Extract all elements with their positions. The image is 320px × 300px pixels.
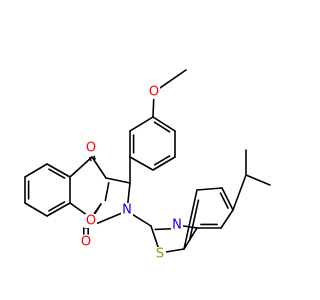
bond-OMe-Cp4 bbox=[152, 98, 155, 118]
bond-St-C7a bbox=[165, 248, 185, 253]
atom-label-O_lactam: O bbox=[81, 235, 91, 250]
bond-Cp1-Cp6 bbox=[129, 156, 154, 171]
atom-label-bg-S_thiazole bbox=[154, 247, 166, 261]
bond-C4a-C5 bbox=[46, 163, 71, 178]
bond-CH3-OMe bbox=[158, 69, 187, 89]
bond-double-C8-C8a bbox=[48, 201, 66, 212]
bond-C2t-St bbox=[150, 225, 159, 249]
bond-C5t-C6t bbox=[221, 187, 234, 211]
atom-label-bg-O_methoxy bbox=[148, 85, 160, 99]
bond-double-Cp2-Cp1 bbox=[153, 155, 171, 166]
bond-Or-C8a bbox=[69, 202, 87, 216]
bond-lines bbox=[24, 69, 271, 253]
bond-CHi-Me1 bbox=[245, 174, 271, 186]
bond-Cp5-Cp4 bbox=[129, 116, 154, 132]
bond-C7-C8 bbox=[24, 202, 48, 217]
atom-label-bg-N_thiazole bbox=[171, 218, 183, 232]
atom-label-bg-O_ring bbox=[85, 214, 97, 228]
bond-C8-C8a bbox=[46, 202, 71, 217]
bond-C1-C9a bbox=[105, 177, 131, 184]
bond-C5-C6 bbox=[24, 163, 48, 178]
bond-double-C9a-C3a bbox=[104, 182, 110, 202]
bond-C3a-Or bbox=[93, 203, 102, 214]
bond-carbonyl-C9-a bbox=[93, 155, 96, 160]
bond-double-C2t-Nt bbox=[154, 227, 174, 231]
bond-C9a-C9 bbox=[91, 156, 107, 179]
bond-C1-N2 bbox=[126, 182, 131, 206]
atom-label-N_thiazole: N bbox=[172, 218, 182, 233]
bond-carbonyl-C9-b bbox=[89, 156, 92, 162]
bond-Cp4-Cp3 bbox=[152, 116, 176, 132]
bond-double-C4a-C5 bbox=[48, 168, 66, 179]
bond-double-C5t-C6t bbox=[219, 192, 229, 209]
atom-label-S_thiazole: S bbox=[156, 247, 164, 262]
bond-double-Cp4-Cp3 bbox=[153, 121, 171, 133]
atom-label-O_ketone: O bbox=[86, 141, 96, 156]
bond-N2-C2t bbox=[131, 213, 152, 227]
atom-label-O_methoxy: O bbox=[149, 85, 159, 100]
bond-C4t-C5t bbox=[220, 209, 234, 229]
bond-C5t-CHi bbox=[232, 174, 247, 211]
atom-label-bg-N_pyrrole bbox=[121, 203, 133, 217]
atom-label-N_pyrrole: N bbox=[122, 203, 132, 218]
atom-label-bg-O_lactam bbox=[80, 235, 92, 249]
bond-C6t-C7t bbox=[196, 187, 223, 191]
bond-double-C7t-C7a bbox=[188, 199, 200, 242]
bond-C3at-Nt bbox=[182, 225, 198, 229]
atom-label-O_ring: O bbox=[86, 214, 96, 229]
bond-C7t-C7a bbox=[183, 189, 198, 250]
bond-C9-C4a bbox=[69, 156, 93, 178]
atom-label-bg-O_ketone bbox=[85, 141, 97, 155]
bond-Cp2-Cp1 bbox=[152, 156, 176, 171]
